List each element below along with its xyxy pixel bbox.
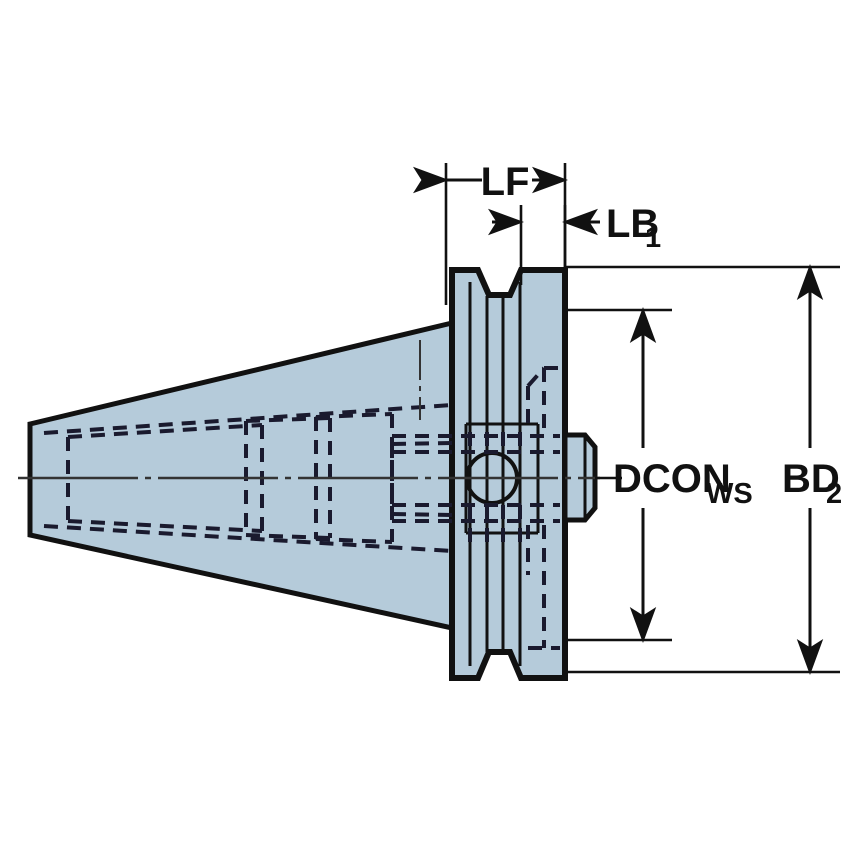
dim-LF-label: LF [481,160,530,204]
hidden-pocket-3-top [315,412,393,419]
dim-DCON-subscript: WS [706,478,753,510]
hidden-pocket-4-bottom [391,512,453,517]
hidden-cavity-upper-lip [526,366,546,388]
hidden-pocket-4-top [391,441,453,446]
flange-body [449,267,568,681]
dim-DCON-label: DCON [613,457,731,501]
dimension-LF: LF [413,160,568,305]
dimension-DCONWS: DCON WS [565,307,753,643]
hidden-pocket-1-bottom [67,519,263,533]
dim-BD2-label: BD [782,457,840,501]
centerline-group [18,340,600,480]
dim-LB1-subscript: 1 [645,222,661,254]
dim-LB1-label: LB [606,202,659,246]
dimension-LB1: LB 1 [488,202,661,285]
dimension-BD2: BD 2 [565,264,842,675]
hidden-pocket-3-bottom [315,537,393,544]
dim-BD2-subscript: 2 [826,478,842,510]
hidden-pocket-1-top [67,423,263,439]
